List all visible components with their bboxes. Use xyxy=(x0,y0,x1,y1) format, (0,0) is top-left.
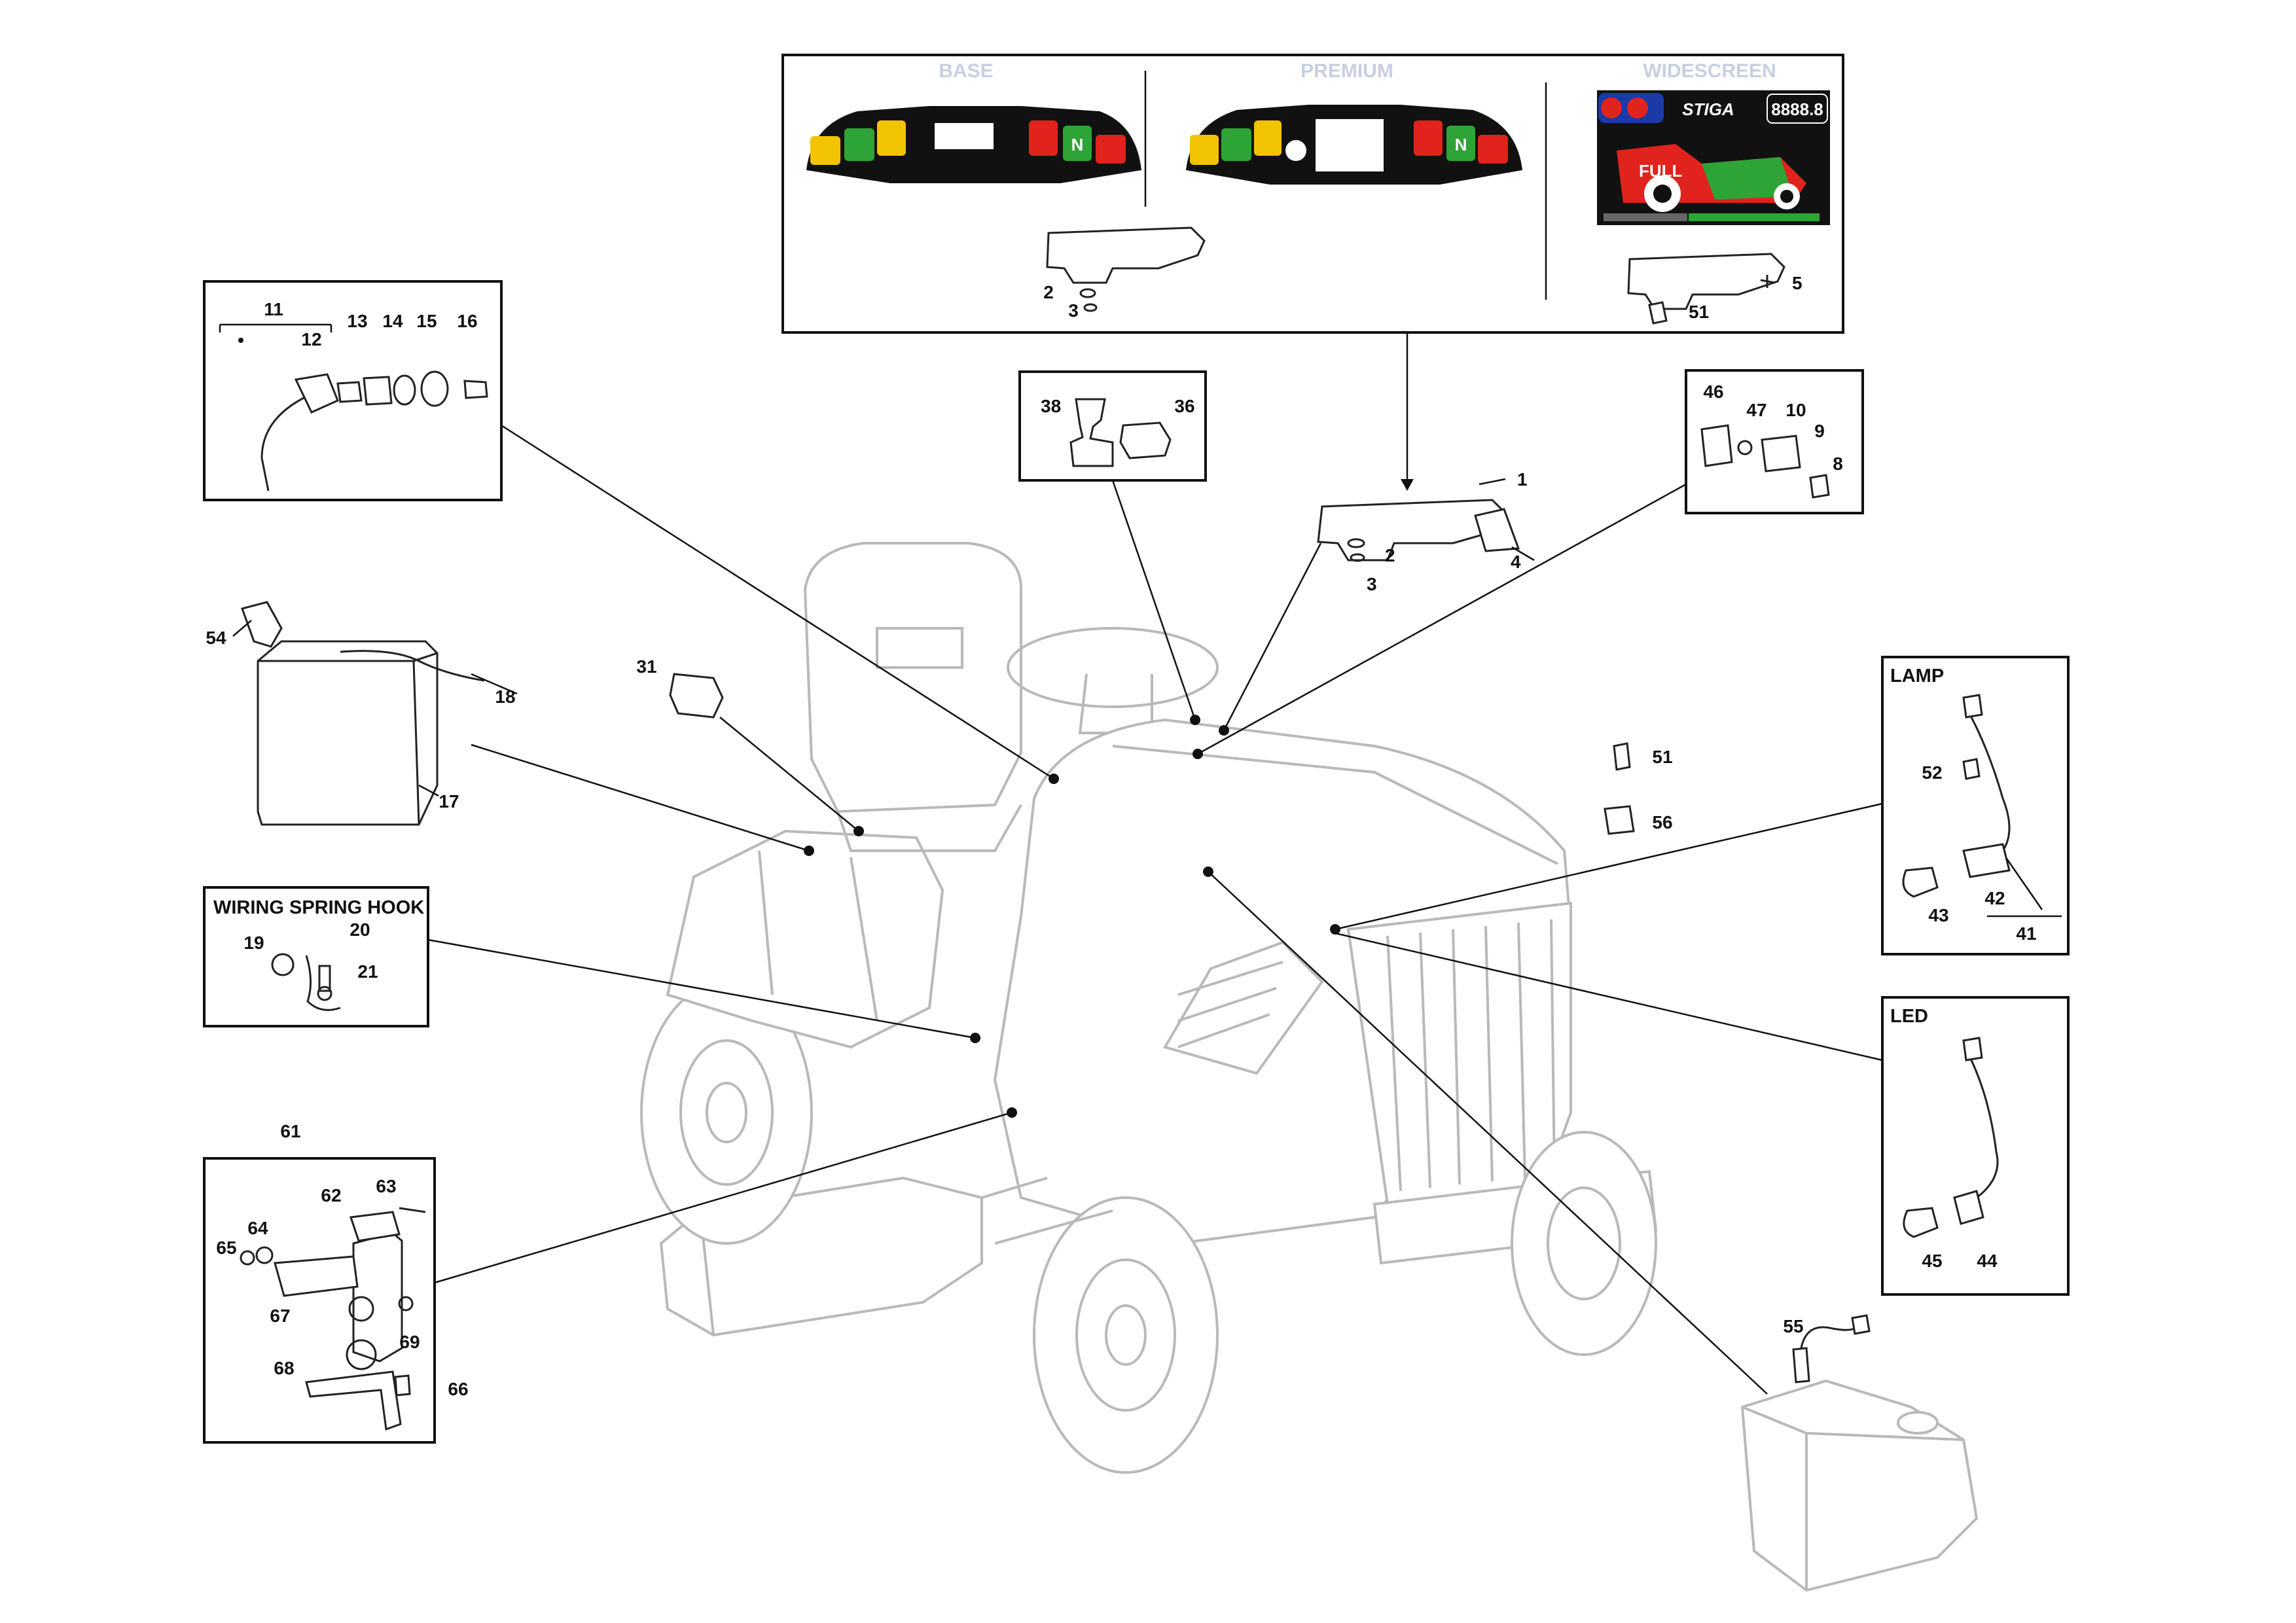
callout-42: 42 xyxy=(1984,888,2005,908)
callout-1: 1 xyxy=(1517,469,1528,490)
callout-2-base: 2 xyxy=(1043,282,1054,302)
lamp-title: LAMP xyxy=(1890,666,1944,687)
callout-64: 64 xyxy=(247,1218,268,1238)
callout-20: 20 xyxy=(350,919,370,940)
widescreen-display: STIGA 8888.8 FULL xyxy=(1597,90,1830,225)
widescreen-brand-text: STIGA xyxy=(1682,99,1734,119)
base-neutral-letter: N xyxy=(1071,135,1084,154)
callout-9: 9 xyxy=(1814,421,1825,441)
callout-55: 55 xyxy=(1783,1316,1803,1336)
callout-31: 31 xyxy=(636,656,656,677)
callout-14: 14 xyxy=(382,311,403,331)
callout-65: 65 xyxy=(216,1238,236,1258)
ignition-switch-box xyxy=(203,280,503,501)
callout-38: 38 xyxy=(1041,396,1061,416)
fuel-tank xyxy=(1740,1314,1979,1592)
callout-13: 13 xyxy=(347,311,367,331)
base-dashboard-part xyxy=(1046,226,1206,284)
callout-61: 61 xyxy=(280,1121,300,1141)
wiring-spring-hook-box: WIRING SPRING HOOK xyxy=(203,886,429,1027)
premium-dashboard-decal: N xyxy=(1186,105,1522,185)
callout-68: 68 xyxy=(274,1358,294,1378)
dashboard-variants-box: BASE N 2 3 PREMIUM xyxy=(781,54,1844,334)
clip-51 xyxy=(1613,742,1631,771)
callout-51-main: 51 xyxy=(1652,747,1672,767)
callout-17: 17 xyxy=(439,791,459,812)
widescreen-counter: 8888.8 xyxy=(1771,99,1823,119)
callout-15: 15 xyxy=(416,311,437,331)
callout-66: 66 xyxy=(448,1379,468,1399)
callout-2-main: 2 xyxy=(1385,545,1395,565)
callout-5: 5 xyxy=(1792,273,1803,293)
callout-16: 16 xyxy=(457,311,477,331)
switches-box xyxy=(1018,370,1207,482)
led-title: LED xyxy=(1890,1006,1928,1027)
relay-box xyxy=(1685,369,1864,514)
wiring-spring-hook-title: WIRING SPRING HOOK xyxy=(213,897,424,918)
callout-54: 54 xyxy=(206,628,226,648)
callout-12: 12 xyxy=(301,329,321,349)
callout-36: 36 xyxy=(1174,396,1194,416)
variant-label-widescreen: WIDESCREEN xyxy=(1643,60,1776,82)
callout-18: 18 xyxy=(495,687,515,707)
callout-44: 44 xyxy=(1977,1251,1998,1271)
callout-3-base: 3 xyxy=(1068,300,1079,321)
callout-21: 21 xyxy=(357,961,378,982)
bracket-switch-box xyxy=(203,1157,436,1444)
callout-45: 45 xyxy=(1922,1251,1942,1271)
lamp-box: LAMP xyxy=(1881,656,2070,955)
led-box: LED xyxy=(1881,996,2070,1296)
callout-10: 10 xyxy=(1785,400,1806,420)
callout-4: 4 xyxy=(1511,552,1521,572)
base-dashboard-decal: N xyxy=(806,106,1141,183)
variant-label-base: BASE xyxy=(939,60,993,82)
widescreen-dashboard-part xyxy=(1627,253,1785,310)
premium-neutral-letter: N xyxy=(1455,135,1467,154)
callout-51-panel: 51 xyxy=(1689,302,1709,322)
callout-19: 19 xyxy=(243,933,264,953)
variant-label-premium: PREMIUM xyxy=(1300,60,1393,82)
callout-3-main: 3 xyxy=(1367,574,1377,594)
relay-56 xyxy=(1604,805,1635,835)
callout-69: 69 xyxy=(399,1332,420,1352)
leader-lines xyxy=(232,424,1883,1395)
callout-56: 56 xyxy=(1652,812,1672,832)
callout-52: 52 xyxy=(1922,762,1942,783)
dash-housing-part-1 xyxy=(1317,499,1520,562)
callout-47: 47 xyxy=(1746,400,1767,420)
callout-11: 11 xyxy=(264,299,283,319)
battery xyxy=(241,601,485,826)
callout-41: 41 xyxy=(2016,923,2036,944)
callout-8: 8 xyxy=(1833,454,1843,474)
callout-43: 43 xyxy=(1928,905,1948,925)
callout-67: 67 xyxy=(270,1306,290,1326)
tractor-outline xyxy=(640,542,1658,1474)
callout-62: 62 xyxy=(321,1185,341,1205)
switch-31 xyxy=(669,673,724,719)
callout-46: 46 xyxy=(1703,382,1723,402)
callout-63: 63 xyxy=(376,1176,396,1196)
